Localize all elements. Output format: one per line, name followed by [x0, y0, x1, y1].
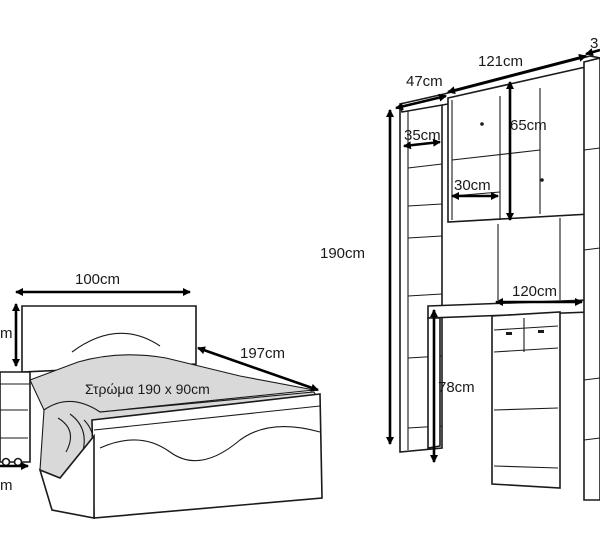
bed-illustration — [21, 305, 323, 519]
unit-depth-label: 47cm — [406, 73, 443, 90]
unit-width-label: 121cm — [478, 53, 523, 70]
bed-length-label: 197cm — [240, 345, 285, 362]
bed-headboard — [21, 305, 197, 373]
dimension-lines — [0, 48, 600, 470]
upper-cabinet-height-label: 65cm — [510, 117, 547, 134]
mattress-label: Στρώμα 190 x 90cm — [85, 381, 210, 397]
unit-edge-label: 3 — [590, 35, 598, 52]
inner-shelf-depth-label: 35cm — [404, 127, 441, 144]
wall-unit-illustration — [399, 55, 600, 501]
upper-cabinet-depth-label: 30cm — [454, 177, 491, 194]
desk-height-label: 78cm — [438, 379, 475, 396]
unit-height-label: 190cm — [320, 245, 365, 262]
headboard-height-label: m — [0, 325, 13, 342]
desk-drawer-pedestal — [491, 311, 561, 489]
desk-width-label: 120cm — [512, 283, 557, 300]
dimension-labels: 100cm 197cm Στρώμα 190 x 90cm m m 47cm 1… — [0, 35, 598, 494]
nightstand-label: m — [0, 477, 13, 494]
nightstand-illustration — [0, 371, 31, 467]
bookcase-right — [583, 57, 600, 501]
bed-width-label: 100cm — [75, 271, 120, 288]
